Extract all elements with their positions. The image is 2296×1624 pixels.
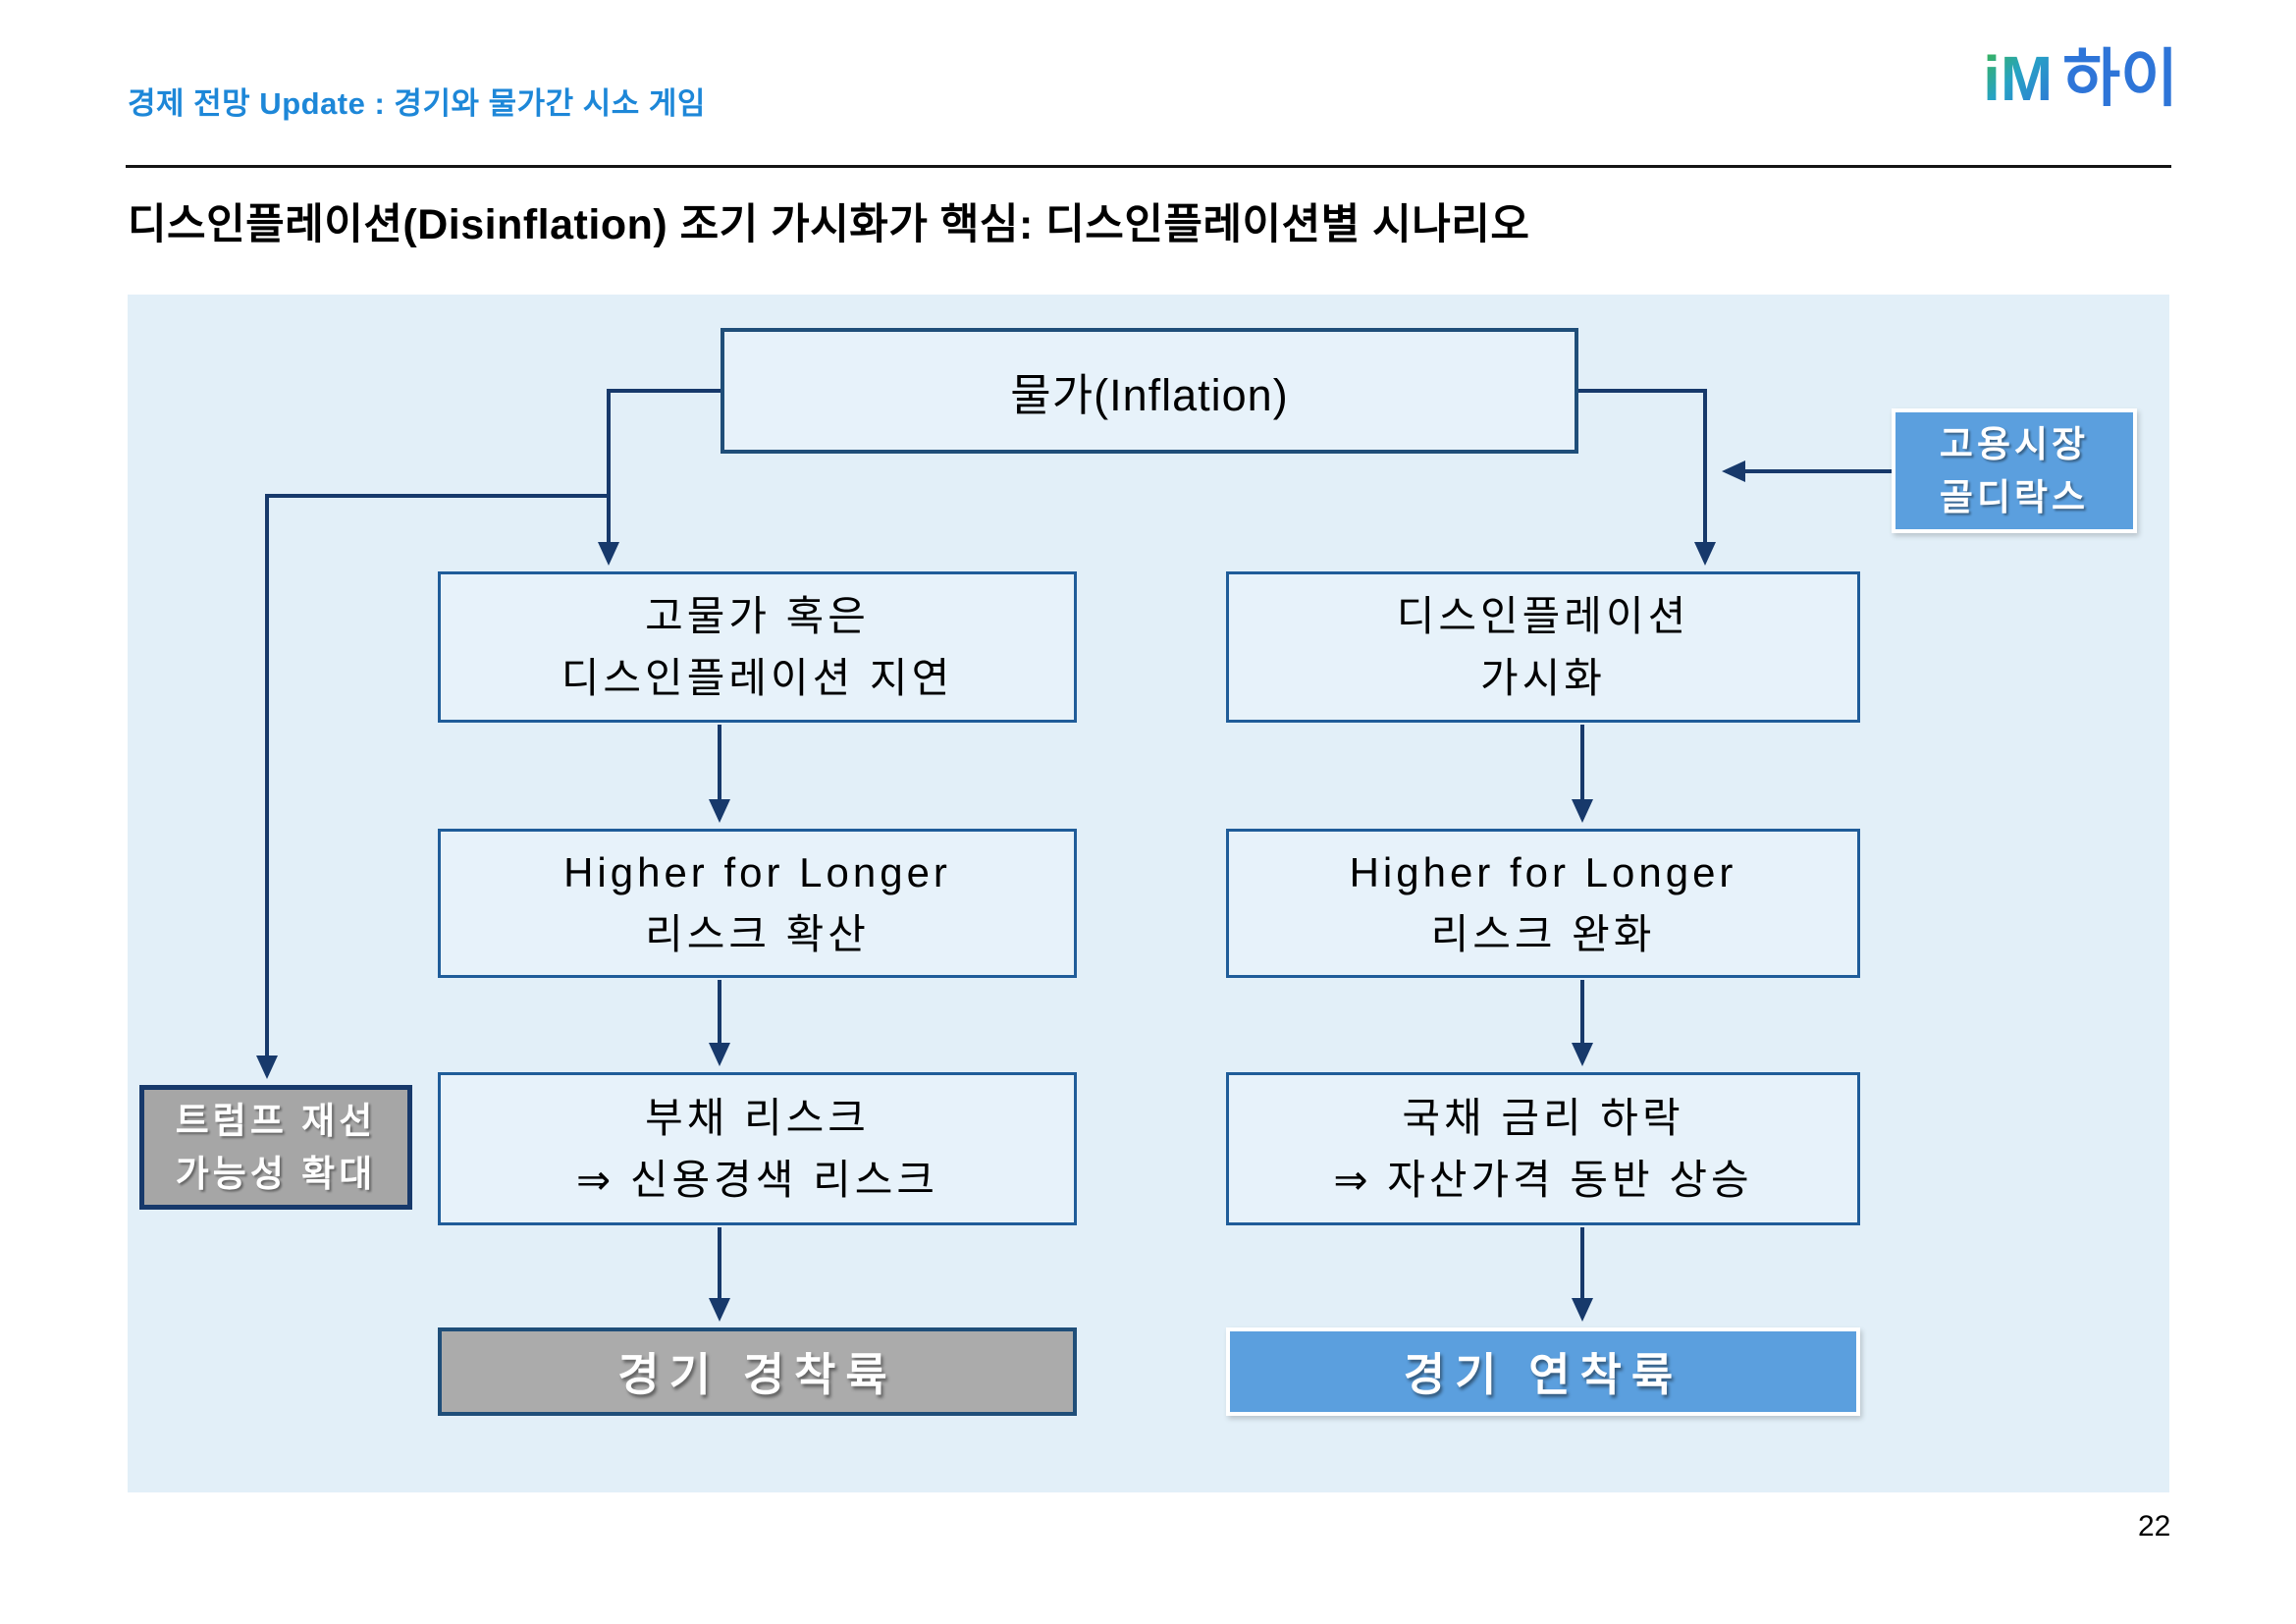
left-step2-line1: Higher for Longer [563, 849, 951, 895]
right-step1-line2: 가시화 [1480, 655, 1606, 701]
node-trump-reelection: 트럼프 재선 가능성 확대 [139, 1085, 412, 1210]
node-inflation-label: 물가(Inflation) [1010, 369, 1289, 420]
right-step3-line1: 국채 금리 하락 [1402, 1095, 1684, 1141]
connector-root-to-right-branch [1578, 389, 1716, 566]
hard-landing-label: 경기 경착륙 [617, 1349, 897, 1400]
node-labor-goldilocks: 고용시장 골디락스 [1892, 408, 2137, 533]
right-step2-line2: 리스크 완화 [1430, 911, 1656, 957]
soft-landing-label: 경기 연착륙 [1403, 1349, 1683, 1400]
logo-suffix-text: 하이 [2062, 43, 2178, 114]
right-step2-line1: Higher for Longer [1349, 849, 1737, 895]
right-step3-line2: ⇒ 자산가격 동반 상승 [1333, 1157, 1753, 1203]
node-hard-landing: 경기 경착륙 [438, 1327, 1077, 1416]
node-right-step1: 디스인플레이션 가시화 [1226, 571, 1860, 723]
page-number: 22 [2138, 1510, 2171, 1543]
left-step1-line2: 디스인플레이션 지연 [561, 655, 954, 701]
trump-line2: 가능성 확대 [175, 1153, 377, 1194]
node-soft-landing: 경기 연착륙 [1226, 1327, 1860, 1416]
page-title: 디스인플레이션(Disinflation) 조기 가시화가 핵심: 디스인플레이… [128, 201, 1530, 248]
trump-line1: 트럼프 재선 [175, 1100, 377, 1141]
node-right-step3: 국채 금리 하락 ⇒ 자산가격 동반 상승 [1226, 1072, 1860, 1225]
goldilocks-line2: 골디락스 [1939, 476, 2090, 517]
right-step1-line1: 디스인플레이션 [1396, 593, 1690, 639]
flowchart-connectors [256, 389, 1892, 1322]
flowchart-panel: 물가(Inflation) 고용시장 골디락스 트럼프 재선 가능성 확대 고물… [128, 295, 2169, 1492]
left-step3-line1: 부채 리스크 [645, 1095, 870, 1141]
left-step3-line2: ⇒ 신용경색 리스크 [575, 1157, 938, 1203]
node-left-step3: 부채 리스크 ⇒ 신용경색 리스크 [438, 1072, 1077, 1225]
slide-section-header: 경제 전망 Update : 경기와 물가간 시소 게임 [128, 86, 706, 121]
header-divider [126, 165, 2171, 168]
left-step1-line1: 고물가 혹은 [645, 593, 870, 639]
connector-to-trump-box [256, 494, 609, 1079]
node-inflation: 물가(Inflation) [721, 328, 1578, 454]
logo-im-mark: iM [1983, 43, 2054, 114]
node-right-step2: Higher for Longer 리스크 완화 [1226, 829, 1860, 978]
connector-root-to-left-branch [598, 389, 721, 566]
node-left-step1: 고물가 혹은 디스인플레이션 지연 [438, 571, 1077, 723]
node-left-step2: Higher for Longer 리스크 확산 [438, 829, 1077, 978]
left-step2-line2: 리스크 확산 [645, 911, 870, 957]
goldilocks-line1: 고용시장 [1939, 423, 2090, 464]
